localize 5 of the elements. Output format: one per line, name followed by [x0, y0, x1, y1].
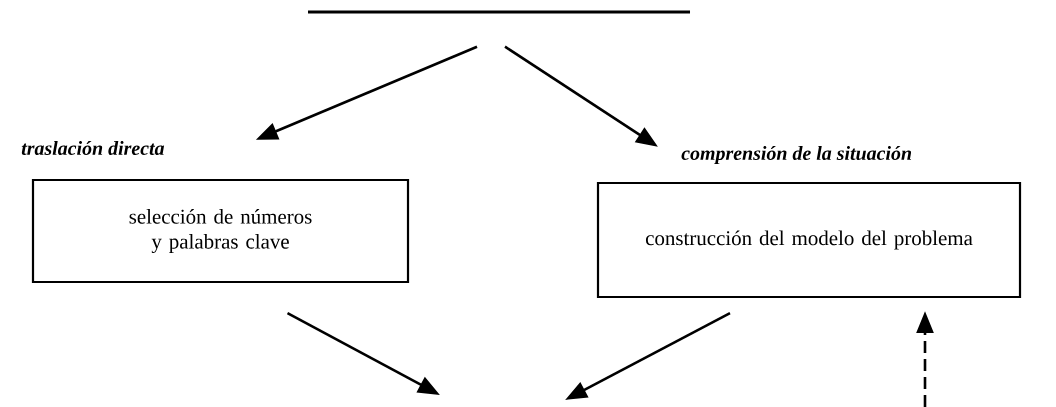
process-box: selección de números y palabras clave — [31, 178, 410, 284]
bar — [308, 10, 690, 14]
process-box: construcción del modelo del problema — [596, 181, 1022, 299]
heading: traslación directa — [21, 141, 165, 156]
heading: comprensión de la situación — [681, 145, 912, 165]
